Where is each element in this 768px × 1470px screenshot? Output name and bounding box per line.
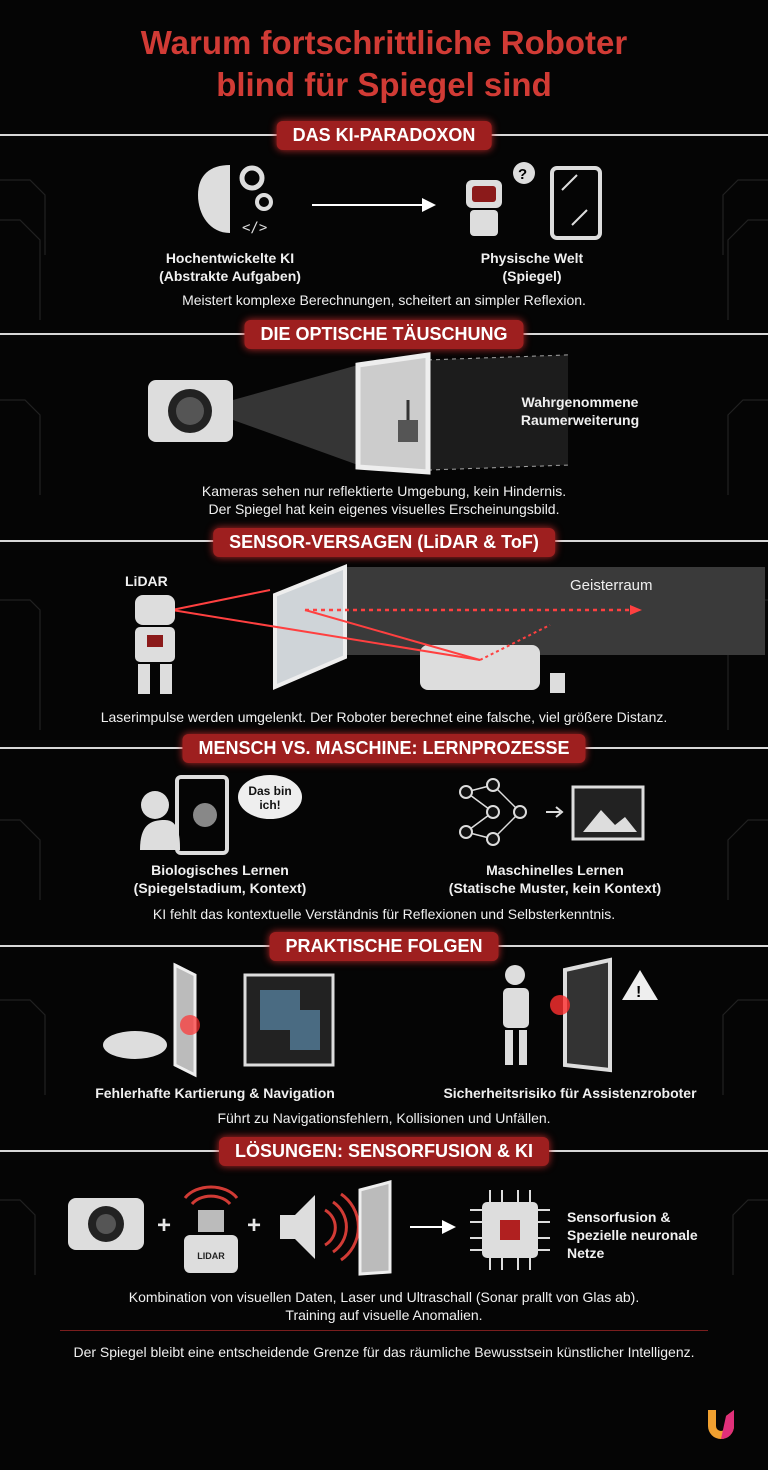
section-caption: Führt zu Navigationsfehlern, Kollisionen… bbox=[217, 1110, 551, 1126]
lidar-label: LiDAR bbox=[125, 573, 168, 589]
camera-mirror-illusion-icon bbox=[148, 352, 569, 475]
section-caption: Kombination von visuellen Daten, Laser u… bbox=[128, 1289, 640, 1323]
ultrasound-glass-icon bbox=[280, 1180, 392, 1276]
section-caption: KI fehlt das kontextuelle Verständnis fü… bbox=[152, 906, 616, 922]
brand-logo-icon bbox=[708, 1410, 734, 1439]
footer-divider bbox=[60, 1330, 708, 1331]
arrow-right-icon bbox=[312, 198, 436, 212]
robot-vacuum-map-icon bbox=[103, 962, 335, 1078]
section-heading: MENSCH VS. MASCHINE: LERNPROZESSE bbox=[182, 734, 586, 763]
lidar-device-label: LIDAR bbox=[197, 1251, 225, 1261]
plus-sign: + bbox=[157, 1212, 172, 1239]
section-caption: Kameras sehen nur reflektierte Umgebung,… bbox=[201, 483, 567, 517]
plus-sign: + bbox=[247, 1212, 262, 1239]
svg-text:?: ? bbox=[518, 166, 527, 183]
footer-text: Der Spiegel bleibt eine entscheidende Gr… bbox=[73, 1344, 695, 1360]
section-caption: Meistert komplexe Berechnungen, scheiter… bbox=[182, 292, 586, 308]
section-heading: SENSOR-VERSAGEN (LiDAR & ToF) bbox=[213, 528, 555, 557]
label-physical-world: Physische Welt(Spiegel) bbox=[480, 250, 584, 284]
lidar-reflection-diagram bbox=[135, 564, 765, 694]
section-caption: Laserimpulse werden umgelenkt. Der Robot… bbox=[100, 709, 668, 725]
section-heading: DIE OPTISCHE TÄUSCHUNG bbox=[244, 320, 524, 349]
svg-text:!: ! bbox=[636, 984, 641, 1001]
circuit-decoration-left bbox=[0, 179, 46, 1275]
label-safety-risk: Sicherheitsrisiko für Assistenzroboter bbox=[443, 1085, 697, 1101]
neural-network-images-icon bbox=[459, 778, 645, 846]
ghost-room-label: Geisterraum bbox=[570, 577, 653, 594]
baby-mirror-icon bbox=[140, 775, 302, 855]
label-biological-learning: Biologisches Lernen(Spiegelstadium, Kont… bbox=[133, 862, 307, 896]
robot-question-icon: ? bbox=[466, 162, 602, 240]
section-heading: PRAKTISCHE FOLGEN bbox=[269, 932, 499, 961]
brain-gears-icon: </> bbox=[198, 165, 273, 236]
label-machine-learning: Maschinelles Lernen(Statische Muster, ke… bbox=[448, 862, 662, 896]
neural-chip-icon bbox=[470, 1190, 550, 1270]
lidar-device-icon bbox=[183, 1185, 239, 1273]
camera-icon bbox=[68, 1198, 144, 1250]
section-heading: LÖSUNGEN: SENSORFUSION & KI bbox=[218, 1137, 550, 1166]
svg-text:</>: </> bbox=[242, 220, 267, 236]
circuit-decoration-right bbox=[722, 179, 768, 1275]
label-faulty-mapping: Fehlerhafte Kartierung & Navigation bbox=[95, 1085, 335, 1101]
assist-robot-door-warning-icon: ! bbox=[503, 957, 658, 1073]
label-advanced-ai: Hochentwickelte KI(Abstrakte Aufgaben) bbox=[159, 250, 301, 284]
section-heading: DAS KI-PARADOXON bbox=[276, 121, 492, 150]
arrow-right-icon bbox=[410, 1220, 456, 1234]
